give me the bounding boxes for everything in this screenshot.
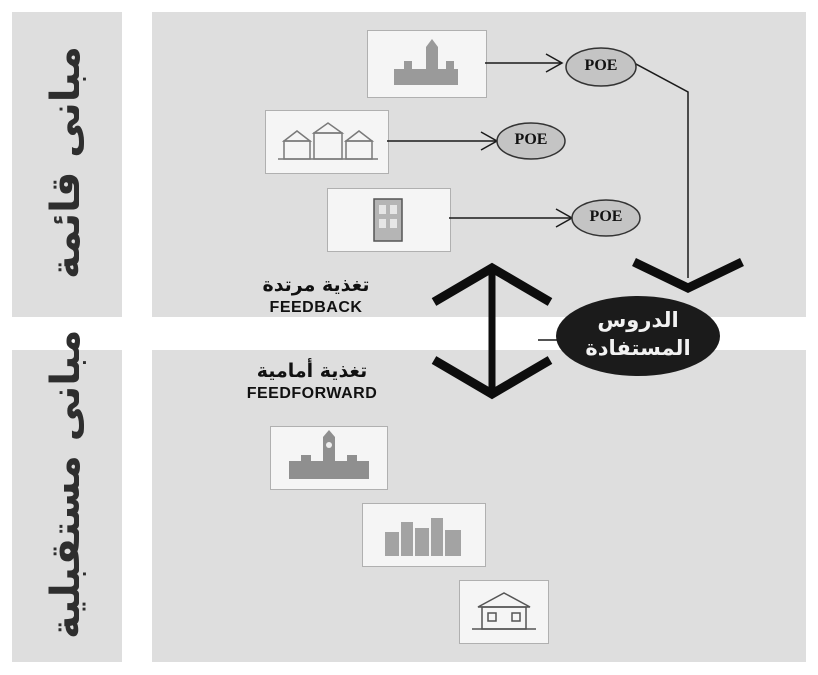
poe-label-1: POE <box>584 57 618 74</box>
feedback-english: FEEDBACK <box>269 299 363 316</box>
poe-label-2: POE <box>514 131 548 148</box>
feedback-arabic: تغذية مرتدة <box>262 274 370 296</box>
city-skyline-icon <box>362 503 486 567</box>
feedforward-english: FEEDFORWARD <box>246 385 378 402</box>
houses-icon <box>265 110 389 174</box>
house-icon <box>459 580 549 644</box>
future-buildings-side-panel <box>12 350 122 662</box>
tall-building-icon <box>327 188 451 252</box>
feedforward-arabic: تغذية أمامية <box>256 360 368 382</box>
lessons-learned-line1: الدروس <box>597 308 679 332</box>
tower-building-icon <box>367 30 487 98</box>
lessons-learned-line2: المستفادة <box>585 336 691 360</box>
lessons-learned-node: الدروس المستفادة <box>556 296 720 376</box>
future-buildings-label: مبانى مستقبلية <box>43 329 89 639</box>
existing-buildings-side-panel <box>12 12 122 317</box>
existing-buildings-label: مبانى قائمة <box>43 46 89 279</box>
clock-tower-building-icon <box>270 426 388 490</box>
poe-label-3: POE <box>589 208 623 225</box>
